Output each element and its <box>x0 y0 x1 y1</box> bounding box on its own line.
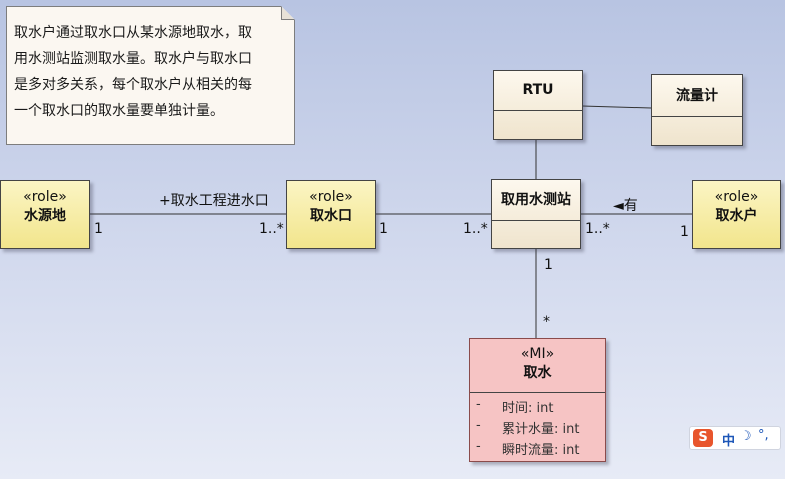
class-name: 流量计 <box>676 88 718 104</box>
attribute-text: 时间: int <box>502 401 554 416</box>
association-name-label: ◄有 <box>613 198 638 214</box>
multiplicity-label: * <box>543 314 550 330</box>
class-withdrawal[interactable]: «MI» 取水 - 时间: int - 累计水量: int - 瞬时流量: in… <box>469 338 606 462</box>
attribute-compartment <box>470 392 605 393</box>
class-station[interactable]: 取用水测站 <box>491 179 581 249</box>
note-line: 是多对多关系，每个取水户从相关的每 <box>14 77 252 93</box>
sogou-logo-icon[interactable]: S <box>693 429 713 447</box>
moon-icon[interactable]: ☽ <box>740 429 752 444</box>
class-name: 取用水测站 <box>501 192 571 208</box>
stereotype-label: «MI» <box>520 346 555 362</box>
ime-mode-toggle[interactable]: 中 <box>722 434 736 449</box>
requirement-note[interactable] <box>6 6 295 145</box>
note-line: 取水户通过取水口从某水源地取水，取 <box>14 25 252 41</box>
attribute-text: 瞬时流量: int <box>502 443 580 458</box>
class-compartment <box>652 116 742 117</box>
role-label-intake: +取水工程进水口 <box>159 193 269 209</box>
visibility-marker: - <box>476 418 481 433</box>
class-flowmeter[interactable]: 流量计 <box>651 74 743 146</box>
class-name: 取水 <box>523 365 552 381</box>
line-rtu-flowmeter <box>581 105 652 109</box>
note-text: 取水户通过取水口从某水源地取水，取 用水测站监测取水量。取水户与取水口 是多对多… <box>14 20 290 124</box>
stereotype-label: «role» <box>714 189 759 205</box>
ime-toolbar[interactable]: S 中 ☽ °, <box>689 426 781 450</box>
class-compartment <box>494 110 582 111</box>
stereotype-label: «role» <box>23 189 67 205</box>
multiplicity-label: 1 <box>544 257 553 273</box>
multiplicity-label: 1..* <box>585 221 610 237</box>
class-name: 取水户 <box>715 208 758 224</box>
punctuation-toggle[interactable]: °, <box>758 428 769 443</box>
note-line: 一个取水口的取水量要单独计量。 <box>14 103 224 119</box>
class-name: 水源地 <box>24 208 66 224</box>
class-water-source[interactable]: «role» 水源地 <box>0 180 90 249</box>
multiplicity-label: 1..* <box>259 221 284 237</box>
stereotype-label: «role» <box>309 189 353 205</box>
class-name: RTU <box>522 82 554 98</box>
attribute-text: 累计水量: int <box>502 422 580 437</box>
multiplicity-label: 1 <box>680 224 689 240</box>
multiplicity-label: 1 <box>379 221 388 237</box>
visibility-marker: - <box>476 397 481 412</box>
multiplicity-label: 1..* <box>463 221 488 237</box>
class-name: 取水口 <box>310 208 352 224</box>
class-compartment <box>492 220 580 221</box>
note-line: 用水测站监测取水量。取水户与取水口 <box>14 51 252 67</box>
class-rtu[interactable]: RTU <box>493 70 583 140</box>
class-intake[interactable]: «role» 取水口 <box>286 180 376 249</box>
class-water-user[interactable]: «role» 取水户 <box>692 180 781 249</box>
multiplicity-label: 1 <box>94 221 103 237</box>
visibility-marker: - <box>476 439 481 454</box>
